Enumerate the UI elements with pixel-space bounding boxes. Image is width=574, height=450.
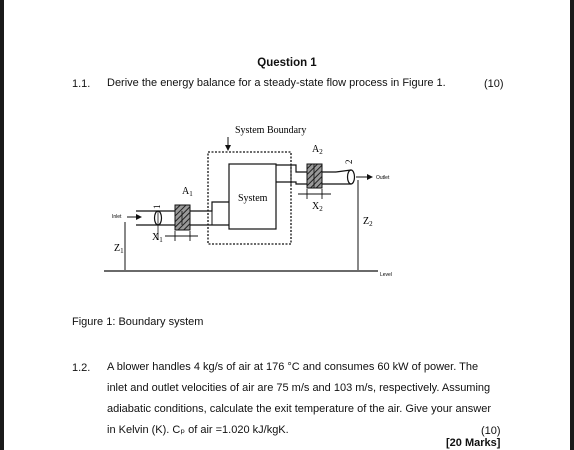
z1-label: Z1: [114, 243, 124, 255]
inlet-label: Inlet: [112, 214, 122, 220]
x2-label: X2: [312, 201, 323, 213]
q2-line-3: adiabatic conditions, calculate the exit…: [107, 403, 491, 415]
q1-marks: (10): [484, 78, 504, 90]
right-border: [570, 0, 574, 450]
outlet-piston: [306, 163, 323, 189]
figure-caption: Figure 1: Boundary system: [72, 316, 204, 328]
outlet-pipe-bottom: [276, 181, 351, 185]
outlet-label: Outlet: [376, 175, 390, 181]
q1-number: 1.1.: [72, 78, 91, 90]
q2-marks: (10): [481, 425, 501, 437]
outlet-ellipse: [346, 169, 356, 185]
system-boundary-label: System Boundary: [235, 125, 306, 136]
z2-label: Z2: [363, 216, 373, 228]
x1-label: X1: [152, 232, 163, 244]
system-box: [228, 163, 277, 230]
q2-number: 1.2.: [72, 362, 91, 374]
q2-text: A blower handles 4 kg/s of air at 176 °C…: [107, 357, 491, 441]
inlet-pipe-bend-top: [190, 201, 229, 212]
system-label: System: [238, 193, 268, 204]
level-label: Level: [380, 272, 392, 278]
q2-line-1: A blower handles 4 kg/s of air at 176 °C…: [107, 361, 479, 373]
outlet-pipe-top: [276, 164, 336, 173]
inlet-piston: [174, 204, 191, 231]
q2-line-4: in Kelvin (K). Cₚ of air =1.020 kJ/kgK.: [107, 424, 289, 436]
q2-line-2: inlet and outlet velocities of air are 7…: [107, 382, 491, 394]
question-title: Question 1: [257, 57, 317, 69]
total-marks: [20 Marks]: [446, 437, 501, 449]
point-2-label: 2: [344, 160, 354, 165]
left-border: [0, 0, 4, 450]
a1-label: A1: [182, 186, 193, 198]
outlet-pipe-end-top: [335, 169, 352, 173]
q1-text: Derive the energy balance for a steady-s…: [107, 77, 446, 89]
point-1-label: 1: [152, 205, 162, 210]
a2-label: A2: [312, 144, 323, 156]
